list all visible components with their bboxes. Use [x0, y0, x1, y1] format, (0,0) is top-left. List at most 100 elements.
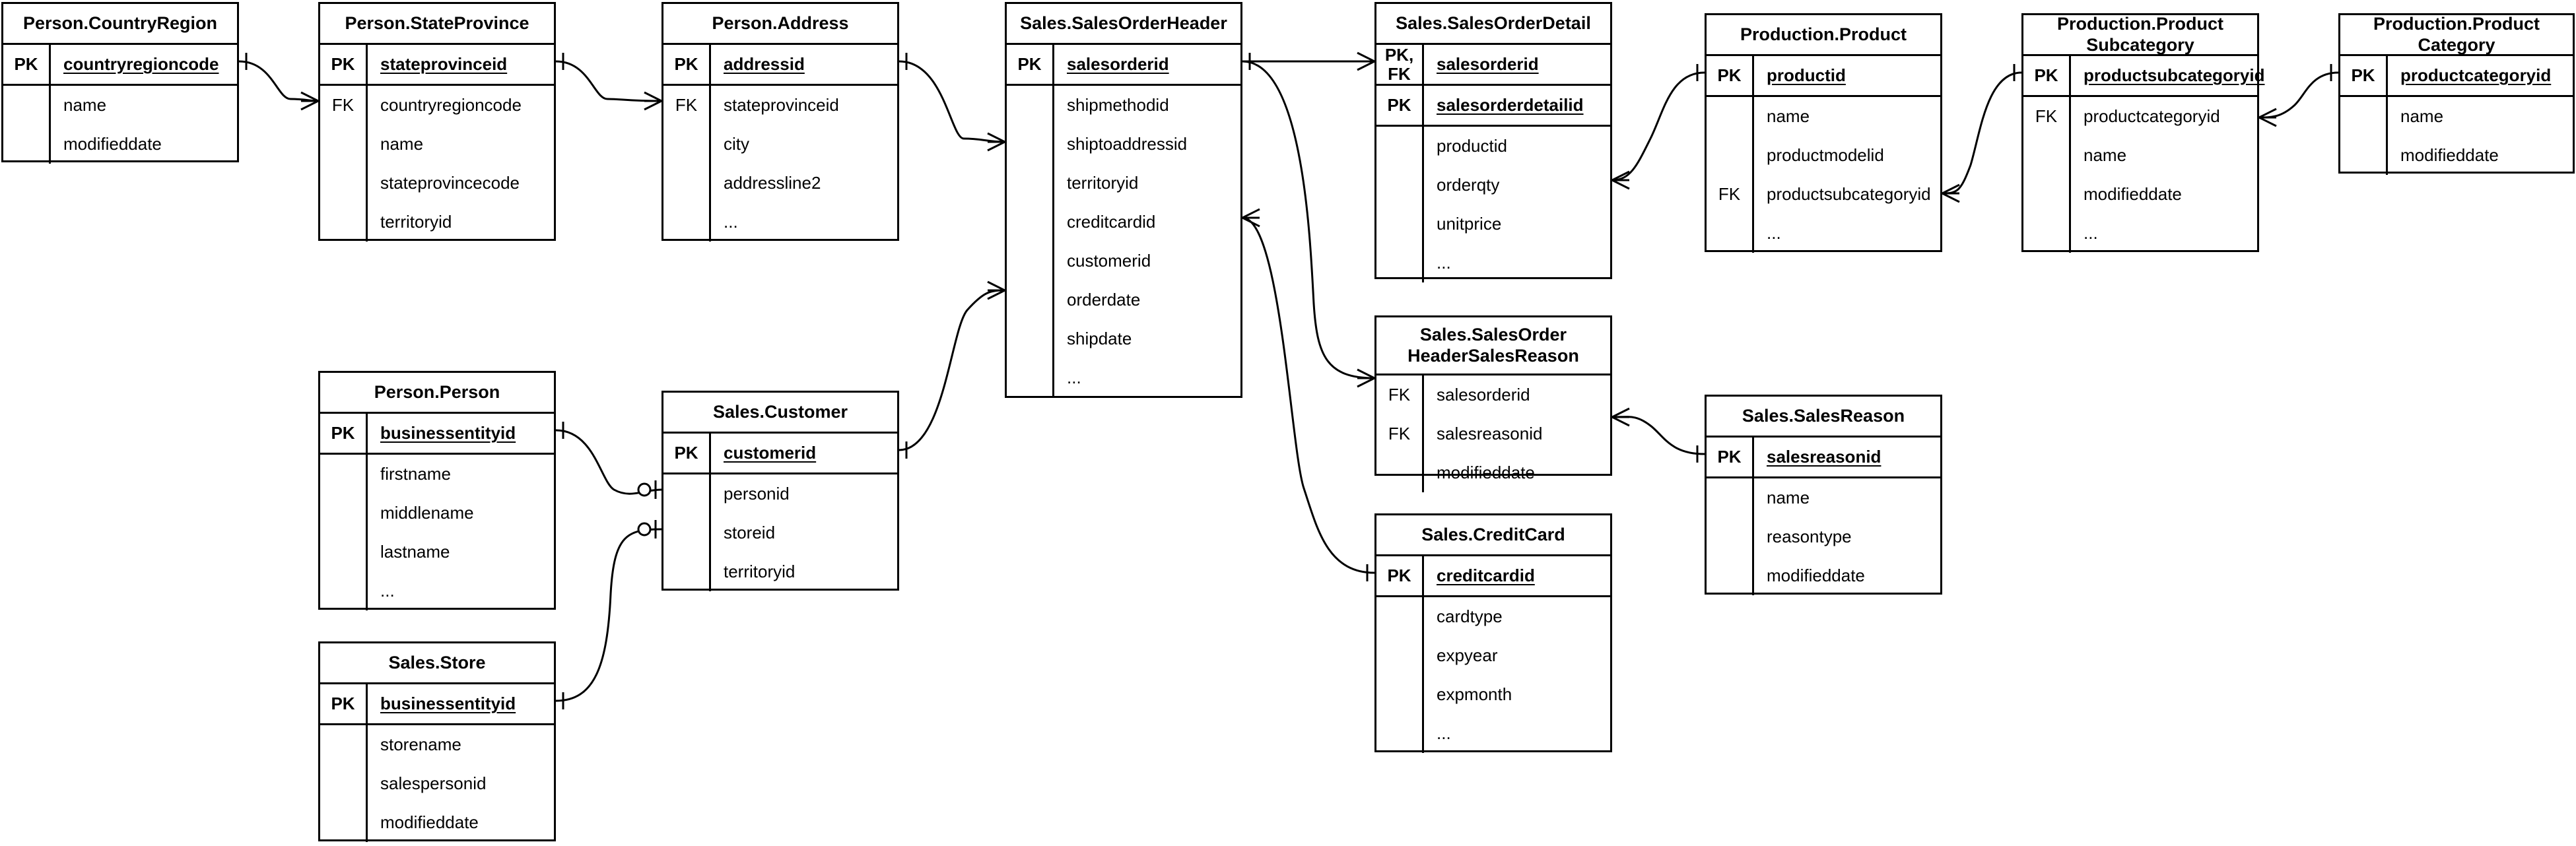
attribute-row[interactable]: name: [3, 86, 237, 125]
attribute-row[interactable]: productmodelid: [1707, 136, 1940, 175]
attribute-row[interactable]: creditcardid: [1007, 203, 1240, 242]
attribute-row[interactable]: ...: [1376, 714, 1610, 753]
attribute-row[interactable]: unitprice: [1376, 205, 1610, 244]
attribute-row[interactable]: modifieddate: [1376, 453, 1610, 492]
attribute-row[interactable]: modifieddate: [320, 803, 554, 842]
attribute-row[interactable]: territoryid: [320, 203, 554, 242]
attribute-key-label: PK: [320, 414, 368, 453]
attribute-row[interactable]: productid: [1376, 127, 1610, 166]
attribute-key-label: PK: [663, 434, 711, 472]
attribute-row[interactable]: shiptoaddressid: [1007, 125, 1240, 164]
attribute-row[interactable]: stateprovincecode: [320, 164, 554, 203]
attribute-key-label: FK: [1376, 375, 1424, 414]
attribute-row[interactable]: orderdate: [1007, 280, 1240, 319]
attribute-name: salesorderid: [1437, 385, 1530, 405]
attribute-row[interactable]: firstname: [320, 455, 554, 494]
entity-title: Sales.Store: [320, 643, 554, 684]
attribute-key-label: [1007, 242, 1054, 280]
attribute-row[interactable]: shipmethodid: [1007, 86, 1240, 125]
attribute-row[interactable]: ...: [1007, 358, 1240, 397]
attribute-row[interactable]: middlename: [320, 494, 554, 533]
attribute-row[interactable]: modifieddate: [2023, 175, 2257, 214]
attribute-row[interactable]: expmonth: [1376, 675, 1610, 714]
attribute-row[interactable]: modifieddate: [3, 125, 237, 164]
attribute-row[interactable]: storename: [320, 725, 554, 764]
attribute-row[interactable]: shipdate: [1007, 319, 1240, 358]
attribute-name: creditcardid: [1437, 566, 1535, 585]
attribute-row[interactable]: lastname: [320, 533, 554, 571]
relationship-rel-salesorderheader-salesorderdetail: [1241, 51, 1376, 71]
attribute-row[interactable]: personid: [663, 474, 897, 513]
relationship-rel-creditcard-salesorderheader: [1241, 208, 1376, 581]
attribute-row[interactable]: modifieddate: [2340, 136, 2573, 175]
attribute-row[interactable]: city: [663, 125, 897, 164]
attribute-row[interactable]: ...: [1707, 214, 1940, 253]
attribute-row[interactable]: name: [1707, 478, 1940, 517]
attribute-row[interactable]: orderqty: [1376, 166, 1610, 205]
attribute-key-label: [320, 203, 368, 242]
entity-title: Production.Product Category: [2340, 14, 2573, 56]
attribute-name: orderdate: [1067, 290, 1141, 309]
attribute-key-label: [1007, 125, 1054, 164]
attribute-row[interactable]: ...: [2023, 214, 2257, 253]
attribute-row[interactable]: territoryid: [1007, 164, 1240, 203]
attribute-row[interactable]: name: [320, 125, 554, 164]
attribute-row[interactable]: ...: [320, 571, 554, 610]
attribute-row[interactable]: ...: [663, 203, 897, 242]
attribute-row[interactable]: territoryid: [663, 552, 897, 591]
attribute-name: territoryid: [1067, 173, 1139, 193]
attribute-row[interactable]: name: [2340, 97, 2573, 136]
attribute-row[interactable]: addressline2: [663, 164, 897, 203]
relationship-rel-person-customer: [555, 422, 663, 499]
attribute-row[interactable]: salespersonid: [320, 764, 554, 803]
attribute-row[interactable]: customerid: [1007, 242, 1240, 280]
attribute-name: orderqty: [1437, 175, 1500, 195]
attribute-row[interactable]: cardtype: [1376, 597, 1610, 636]
attribute-name: modifieddate: [380, 812, 479, 832]
attribute-row[interactable]: name: [1707, 97, 1940, 136]
attribute-row[interactable]: expyear: [1376, 636, 1610, 675]
attribute-row[interactable]: name: [2023, 136, 2257, 175]
attribute-row[interactable]: FK salesorderid: [1376, 375, 1610, 414]
attribute-row[interactable]: modifieddate: [1707, 556, 1940, 595]
attribute-name: shipdate: [1067, 329, 1132, 348]
attribute-row[interactable]: reasontype: [1707, 517, 1940, 556]
attribute-row[interactable]: ...: [1376, 244, 1610, 282]
attribute-key-label: FK: [663, 86, 711, 125]
attribute-row[interactable]: storeid: [663, 513, 897, 552]
